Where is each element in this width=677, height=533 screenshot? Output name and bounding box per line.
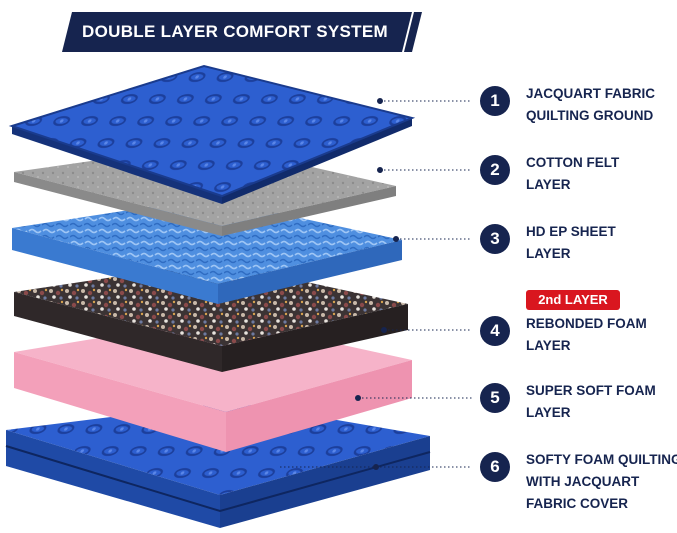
number-badge-4: 4 xyxy=(480,316,510,346)
label-6-line-1: SOFTY FOAM QUILTING xyxy=(526,452,677,467)
label-5-line-1: SUPER SOFT FOAM xyxy=(526,383,656,398)
number-badge-1: 1 xyxy=(480,86,510,116)
number-badge-5: 5 xyxy=(480,383,510,413)
title-banner: DOUBLE LAYER COMFORT SYSTEM xyxy=(62,12,422,52)
layer-4-rebonded-foam xyxy=(14,262,408,372)
label-2-line-2: LAYER xyxy=(526,177,571,192)
label-3-line-2: LAYER xyxy=(526,246,571,261)
banner-shape xyxy=(62,12,422,52)
label-text-6: SOFTY FOAM QUILTING WITH JACQUART FABRIC… xyxy=(526,449,677,515)
layer-1-jacquart-fabric xyxy=(8,64,416,204)
label-1-line-1: JACQUART FABRIC xyxy=(526,86,656,101)
label-text-4: REBONDED FOAM LAYER xyxy=(526,313,677,357)
number-badge-3: 3 xyxy=(480,224,510,254)
label-text-3: HD EP SHEET LAYER xyxy=(526,221,677,265)
leader-lines xyxy=(280,98,472,470)
layer-3-hd-ep-sheet xyxy=(12,198,402,304)
label-3-line-1: HD EP SHEET xyxy=(526,224,616,239)
label-text-1: JACQUART FABRIC QUILTING GROUND xyxy=(526,83,677,127)
second-layer-badge: 2nd LAYER xyxy=(526,290,620,310)
number-badge-2: 2 xyxy=(480,155,510,185)
label-1-line-2: QUILTING GROUND xyxy=(526,108,654,123)
label-5-line-2: LAYER xyxy=(526,405,571,420)
number-badge-6: 6 xyxy=(480,452,510,482)
label-6-line-2: WITH JACQUART xyxy=(526,474,640,489)
label-6-line-3: FABRIC COVER xyxy=(526,496,629,511)
label-2-line-1: COTTON FELT xyxy=(526,155,620,170)
label-text-5: SUPER SOFT FOAM LAYER xyxy=(526,380,677,424)
label-4-line-2: LAYER xyxy=(526,338,571,353)
label-4-line-1: REBONDED FOAM xyxy=(526,316,647,331)
banner-title: DOUBLE LAYER COMFORT SYSTEM xyxy=(82,22,388,41)
label-text-2: COTTON FELT LAYER xyxy=(526,152,677,196)
